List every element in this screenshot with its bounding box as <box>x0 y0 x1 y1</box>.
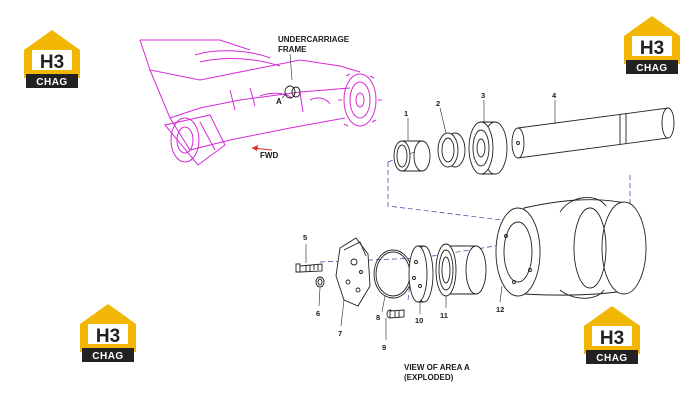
axis-bolt9 <box>407 281 411 301</box>
logo-top-left: H3 CHAG <box>24 30 80 88</box>
svg-text:CHAG: CHAG <box>92 351 123 362</box>
part-4-label: 4 <box>552 91 557 100</box>
area-a-label: A <box>276 97 282 106</box>
part-6-label: 6 <box>316 309 320 318</box>
part-3-label: 3 <box>481 91 485 100</box>
svg-text:CHAG: CHAG <box>636 63 667 74</box>
part-10-label: 10 <box>415 316 423 325</box>
svg-text:H3: H3 <box>40 52 64 73</box>
part-9-label: 9 <box>382 343 386 352</box>
part-9-screw <box>386 309 405 319</box>
part-1-bushing <box>393 140 431 172</box>
part-7-label: 7 <box>338 329 342 338</box>
part-11-label: 11 <box>440 311 448 320</box>
part-8-label: 8 <box>376 313 380 322</box>
part-7-retainer-plate <box>335 237 371 307</box>
frame-label-line1: UNDERCARRIAGE <box>278 35 350 44</box>
logo-top-right: H3 CHAG <box>624 16 680 74</box>
svg-text:H3: H3 <box>96 326 120 347</box>
part-1-label: 1 <box>404 109 408 118</box>
part-12-track-roller <box>495 197 647 299</box>
svg-text:H3: H3 <box>640 38 664 59</box>
view-caption-line1: VIEW OF AREA A <box>404 363 470 372</box>
frame-leader <box>289 53 293 81</box>
part-12-label: 12 <box>496 305 504 314</box>
part-4-shaft <box>511 107 675 159</box>
svg-text:CHAG: CHAG <box>596 353 627 364</box>
part-2-seal <box>437 132 466 168</box>
part-5-bolt <box>295 263 323 273</box>
part-11-flanged-bushing <box>435 243 487 297</box>
fwd-arrow <box>251 145 273 151</box>
undercarriage-frame-drawing <box>139 39 382 166</box>
logo-bottom-right: H3 CHAG <box>584 306 640 364</box>
fwd-label: FWD <box>260 151 278 160</box>
part-6-washer <box>315 276 325 288</box>
frame-label-line2: FRAME <box>278 45 307 54</box>
svg-text:H3: H3 <box>600 328 624 349</box>
part-5-label: 5 <box>303 233 307 242</box>
logo-bottom-left: H3 CHAG <box>80 304 136 362</box>
part-2-label: 2 <box>436 99 440 108</box>
part-3-collar <box>468 121 508 175</box>
view-caption-line2: (EXPLODED) <box>404 373 454 382</box>
part-8-o-ring <box>373 249 413 299</box>
svg-text:CHAG: CHAG <box>36 77 67 88</box>
part-10-cover <box>408 245 434 303</box>
